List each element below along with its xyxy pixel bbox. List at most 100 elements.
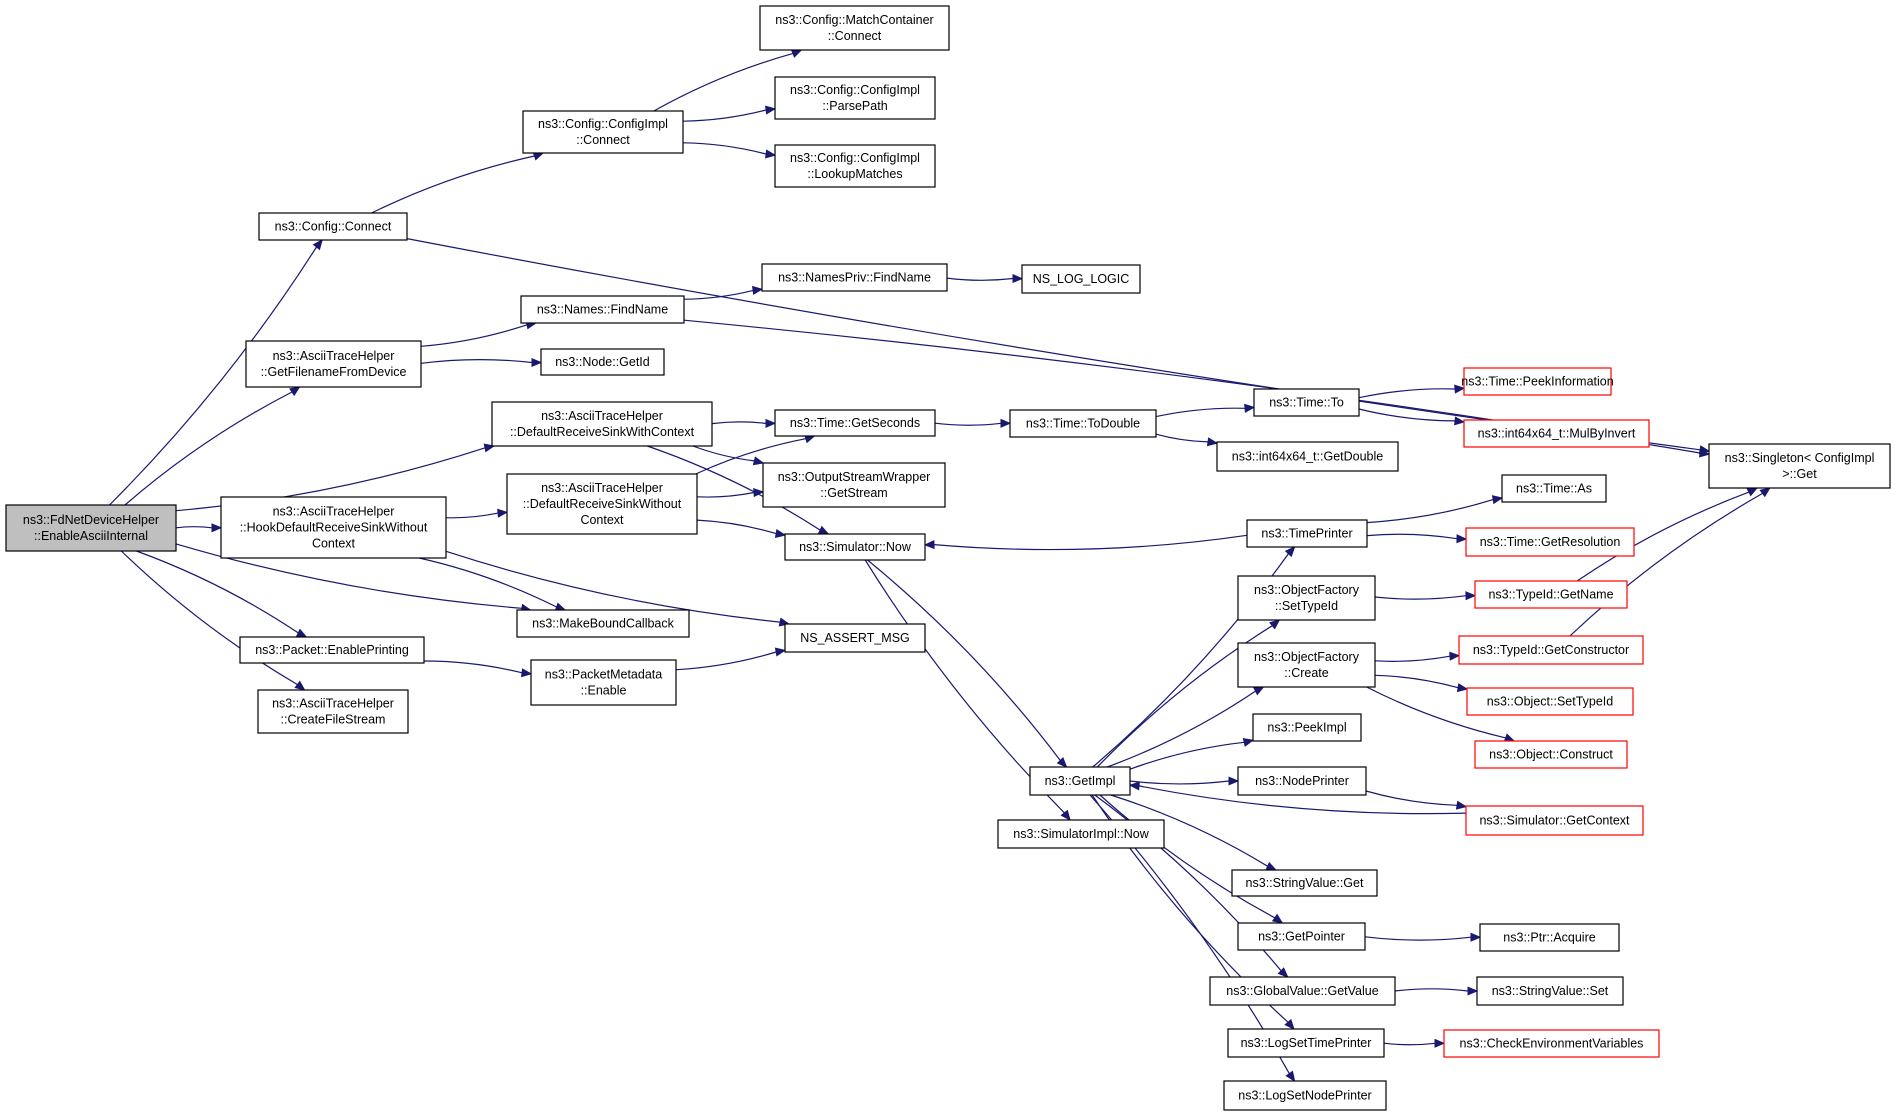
node-defRecvWith[interactable]: ns3::AsciiTraceHelper::DefaultReceiveSin… [491,401,713,447]
node-typeIdGetCons[interactable]: ns3::TypeId::GetConstructor [1458,635,1644,665]
node-gvGetValue[interactable]: ns3::GlobalValue::GetValue [1209,976,1396,1006]
node-nsLogLogic[interactable]: NS_LOG_LOGIC [1021,264,1141,294]
node-box[interactable] [516,609,690,638]
node-simGetContext[interactable]: ns3::Simulator::GetContext [1465,805,1644,836]
node-singletonGet[interactable]: ns3::Singleton< ConfigImpl >::Get [1708,443,1891,489]
node-box[interactable] [1021,264,1141,294]
node-timeAs[interactable]: ns3::Time::As [1501,474,1607,503]
node-box[interactable] [530,659,677,706]
node-box[interactable] [1253,388,1360,417]
node-box[interactable] [1223,1080,1387,1111]
node-ofCreate[interactable]: ns3::ObjectFactory::Create [1237,642,1376,688]
node-box[interactable] [1443,1029,1660,1058]
node-box[interactable] [774,409,936,437]
node-matchConnect[interactable]: ns3::Config::MatchContainer::Connect [759,5,950,51]
node-nsAssert[interactable]: NS_ASSERT_MSG [784,623,926,653]
node-box[interactable] [1458,635,1644,665]
node-box[interactable] [1237,642,1376,688]
node-box[interactable] [1009,409,1157,438]
node-nodeGetId[interactable]: ns3::Node::GetId [540,348,665,376]
node-strValSet[interactable]: ns3::StringValue::Set [1476,976,1624,1006]
node-ccImplConnect[interactable]: ns3::Config::ConfigImpl::Connect [522,110,684,154]
node-getPointer[interactable]: ns3::GetPointer [1237,922,1366,951]
node-checkEnv[interactable]: ns3::CheckEnvironmentVariables [1443,1029,1660,1058]
node-box[interactable] [5,504,177,552]
node-box[interactable] [774,144,936,188]
node-box[interactable] [491,401,713,447]
node-ofSetTypeId[interactable]: ns3::ObjectFactory::SetTypeId [1237,575,1376,621]
node-timeGetSeconds[interactable]: ns3::Time::GetSeconds [774,409,936,437]
node-parsePath[interactable]: ns3::Config::ConfigImpl::ParsePath [774,76,936,120]
node-typeIdGetName[interactable]: ns3::TypeId::GetName [1474,580,1628,609]
node-box[interactable] [1029,766,1131,796]
node-nodePrinter[interactable]: ns3::NodePrinter [1237,766,1367,796]
node-box[interactable] [1209,976,1396,1006]
node-box[interactable] [1501,474,1607,503]
node-box[interactable] [1227,1028,1385,1058]
node-getDouble[interactable]: ns3::int64x64_t::GetDouble [1216,441,1399,472]
node-box[interactable] [1237,922,1366,951]
node-timePrinter[interactable]: ns3::TimePrinter [1246,519,1368,548]
node-box[interactable] [1216,441,1399,472]
node-box[interactable] [1466,687,1634,716]
node-box[interactable] [1252,713,1362,742]
node-box[interactable] [1465,527,1635,557]
node-root[interactable]: ns3::FdNetDeviceHelper::EnableAsciiInter… [5,504,177,552]
node-objSetTypeId[interactable]: ns3::Object::SetTypeId [1466,687,1634,716]
node-box[interactable] [1708,443,1891,489]
node-strValGet[interactable]: ns3::StringValue::Get [1231,869,1378,897]
node-box[interactable] [540,348,665,376]
node-peekImpl[interactable]: ns3::PeekImpl [1252,713,1362,742]
node-defRecvWithout[interactable]: ns3::AsciiTraceHelper::DefaultReceiveSin… [506,473,698,535]
node-namesFind[interactable]: ns3::Names::FindName [520,295,685,324]
node-box[interactable] [1246,519,1368,548]
node-box[interactable] [1476,976,1624,1006]
node-createFile[interactable]: ns3::AsciiTraceHelper::CreateFileStream [257,689,409,734]
node-box[interactable] [1474,740,1628,769]
node-box[interactable] [762,462,946,508]
node-box[interactable] [522,110,684,154]
node-box[interactable] [1237,766,1367,796]
node-box[interactable] [1465,805,1644,836]
node-box[interactable] [784,623,926,653]
node-box[interactable] [759,5,950,51]
node-pktEnable[interactable]: ns3::Packet::EnablePrinting [239,636,425,664]
node-box[interactable] [258,212,408,241]
node-box[interactable] [257,689,409,734]
node-box[interactable] [1474,580,1628,609]
node-getImpl[interactable]: ns3::GetImpl [1029,766,1131,796]
node-box[interactable] [1237,575,1376,621]
node-box[interactable] [1463,367,1612,396]
node-box[interactable] [239,636,425,664]
node-objConstruct[interactable]: ns3::Object::Construct [1474,740,1628,769]
node-box[interactable] [1463,419,1650,448]
node-logSetTime[interactable]: ns3::LogSetTimePrinter [1227,1028,1385,1058]
node-box[interactable] [784,533,926,561]
node-simImplNow[interactable]: ns3::SimulatorImpl::Now [997,819,1165,849]
node-pktMetaEnable[interactable]: ns3::PacketMetadata::Enable [530,659,677,706]
node-peekInfo[interactable]: ns3::Time::PeekInformation [1461,367,1614,396]
node-box[interactable] [1231,869,1378,897]
node-outStreamGet[interactable]: ns3::OutputStreamWrapper::GetStream [762,462,946,508]
node-mulByInvert[interactable]: ns3::int64x64_t::MulByInvert [1463,419,1650,448]
node-box[interactable] [506,473,698,535]
node-box[interactable] [774,76,936,120]
node-logSetNode[interactable]: ns3::LogSetNodePrinter [1223,1080,1387,1111]
node-box[interactable] [220,496,447,559]
node-box[interactable] [520,295,685,324]
node-configConnect[interactable]: ns3::Config::Connect [258,212,408,241]
node-namesPrivFind[interactable]: ns3::NamesPriv::FindName [761,263,948,292]
node-ptrAcquire[interactable]: ns3::Ptr::Acquire [1479,923,1620,952]
node-box[interactable] [997,819,1165,849]
node-makeBound[interactable]: ns3::MakeBoundCallback [516,609,690,638]
node-simNow[interactable]: ns3::Simulator::Now [784,533,926,561]
node-lookupMatches[interactable]: ns3::Config::ConfigImpl::LookupMatches [774,144,936,188]
node-box[interactable] [245,340,422,388]
node-getFilename[interactable]: ns3::AsciiTraceHelper::GetFilenameFromDe… [245,340,422,388]
node-box[interactable] [761,263,948,292]
node-timeTo[interactable]: ns3::Time::To [1253,388,1360,417]
node-timeToDouble[interactable]: ns3::Time::ToDouble [1009,409,1157,438]
node-timeGetRes[interactable]: ns3::Time::GetResolution [1465,527,1635,557]
node-hookDefRecv[interactable]: ns3::AsciiTraceHelper::HookDefaultReceiv… [220,496,447,559]
node-box[interactable] [1479,923,1620,952]
